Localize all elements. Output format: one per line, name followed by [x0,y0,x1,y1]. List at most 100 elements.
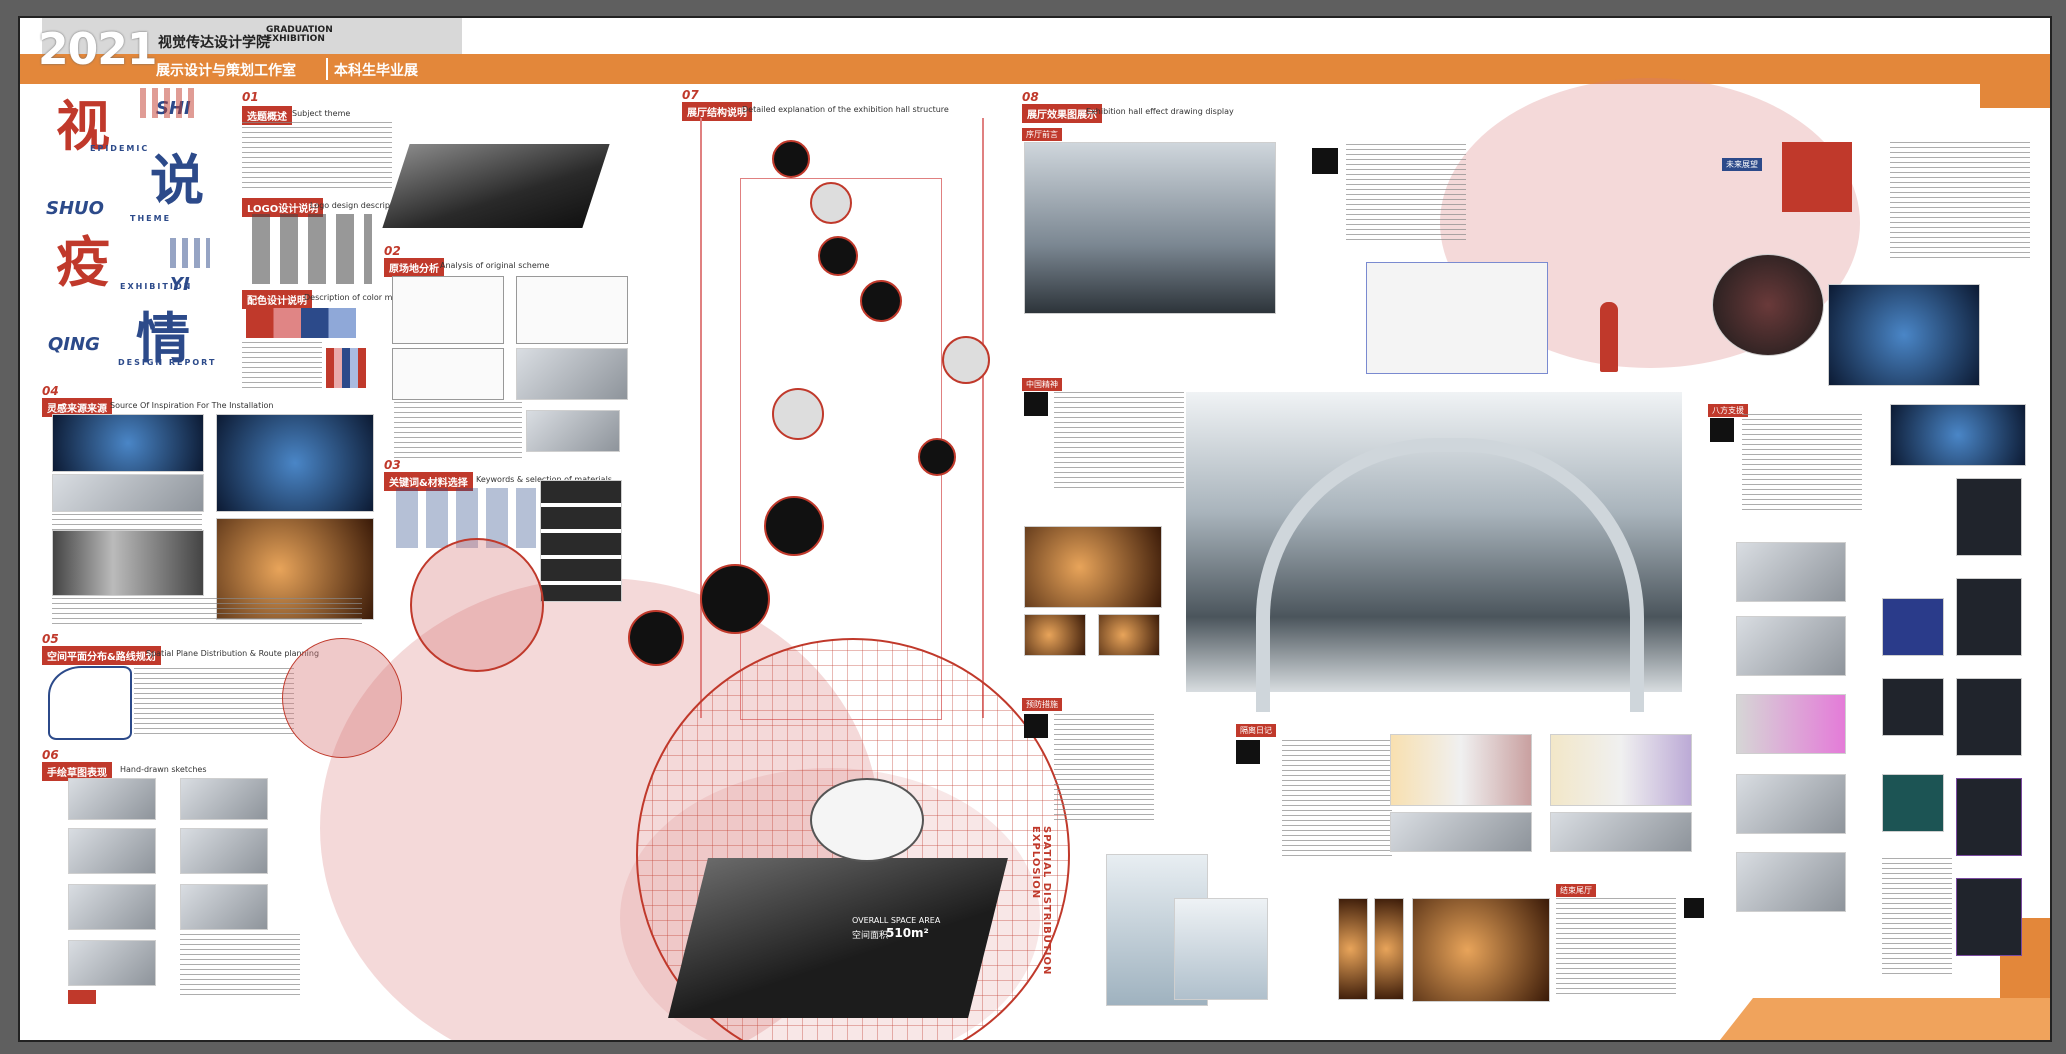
pixel-deco-2 [170,238,210,268]
sec08-title: 展厅效果图展示 [1022,104,1102,123]
render-future-hall [1828,284,1980,386]
pixel-deco-1 [140,88,200,118]
area-value: 510m² [886,926,929,940]
render-tail-3 [1412,898,1550,1002]
header-divider [326,58,328,80]
title-word-epidemic: EPIDEMIC [90,144,150,153]
color-body-text [242,342,322,390]
render-isolate-4 [1550,812,1692,852]
title-char-3: 疫 [56,231,110,294]
detail-bubble-2 [810,182,852,224]
preface-body-text [1346,144,1466,244]
tail-logo-block [1684,898,1704,918]
sec05-body-text [134,668,294,738]
color-title: 配色设计说明 [242,290,312,309]
sketch-2 [180,778,268,820]
support-poster-dark [1882,678,1944,736]
sketch-1 [68,778,156,820]
render-isolate-2 [1550,734,1692,806]
render-support-5 [1736,852,1846,912]
render-support-3 [1736,694,1846,754]
sec02-num: 02 [384,244,401,258]
title-pinyin-2: SHUO [46,198,104,219]
sec04-body-text-2 [52,598,362,626]
spirit-body-text [1054,392,1184,492]
sec02-body-text [394,402,522,462]
title-word-exhibition: EXHIBITION [120,282,193,291]
area-cn: 空间面积 [852,931,889,941]
render-tail-1 [1338,898,1368,1000]
render-isolate-1 [1390,734,1532,806]
detail-bubble-4 [860,280,902,322]
inspiration-objects [52,530,204,596]
title-char-2: 说 [150,149,204,212]
tail-body-text [1556,898,1676,998]
sec02-en: Analysis of original scheme [440,261,550,270]
support-logo-block [1710,418,1734,442]
render-preface-hall [1024,142,1276,314]
sec01-num: 01 [242,90,259,104]
header-label-area [42,18,462,54]
poster-board: 2021 视觉传达设计学院 GRADUATION EXHIBITION 展示设计… [18,16,2052,1042]
support-poster-3 [1956,678,2022,756]
floor-plan-circle [282,638,402,758]
diagram-vertical-caption: SPATIAL DISTRIBUTION EXPLOSION [1030,826,1052,976]
area-label: OVERALL SPACE AREA [852,916,941,925]
render-tail-2 [1374,898,1404,1000]
plan-drawing-1 [392,276,504,344]
sec05-title: 空间平面分布&路线规划 [42,646,161,665]
render-support-hall [1890,404,2026,466]
sketch-6 [180,884,268,930]
sketch-4 [180,828,268,874]
sec05-en: Spatial Plane Distribution & Route plann… [146,649,320,658]
college-name: 视觉传达设计学院 [158,35,270,51]
support-body-text-2 [1882,858,1952,978]
exhibition-en-line2: EXHIBITION [266,34,325,44]
corner-shape-top-right [1980,78,2050,108]
exhibition-en: GRADUATION EXHIBITION [266,26,333,44]
label-preventive: 预防措施 [1022,698,1062,711]
floor-plan-sketch [48,666,132,740]
sec08-en: Exhibition hall effect drawing display [1086,107,1234,116]
preventive-body-text [1054,714,1154,824]
support-poster-5 [1956,878,2022,956]
sec07-num: 07 [682,88,699,102]
render-spirit-2 [1024,614,1086,656]
sketch-tag [68,990,96,1004]
exhibition-en-line1: GRADUATION [266,25,333,35]
keyword-map-circle [410,538,544,672]
sec01-body-text [242,122,392,190]
label-tail: 结束尾厅 [1556,884,1596,897]
sec04-num: 04 [42,384,59,398]
isolate-body-text [1282,740,1392,860]
title-pinyin-3: YI [170,274,190,295]
sec04-title: 灵感来源来源 [42,398,112,417]
render-spirit-3 [1098,614,1160,656]
future-body-text [1890,142,2030,262]
label-preface: 序厅前言 [1022,128,1062,141]
sec06-en: Hand-drawn sketches [120,765,207,774]
studio-name: 展示设计与策划工作室 [156,63,296,79]
logo-en: Logo design description [310,201,406,210]
support-poster-4 [1956,778,2022,856]
spirit-logo-block [1024,392,1048,416]
render-isolate-3 [1390,812,1532,852]
title-char-4: 情 [136,307,190,370]
virus-models-row [52,474,204,512]
sec05-num: 05 [42,632,59,646]
plan-drawing-2 [516,276,628,344]
sec06-body-text [180,934,300,998]
title-word-design-report: DESIGN REPORT [118,358,217,367]
detail-bubble-7 [918,438,956,476]
label-future: 未来展望 [1722,158,1762,171]
title-char-1: 视 [56,95,110,158]
title-pinyin-4: QING [48,334,100,355]
detail-bubble-6 [772,388,824,440]
color-grid [326,348,366,388]
inspiration-image-blue [216,414,374,512]
render-support-4 [1736,774,1846,834]
label-chinese-spirit: 中国精神 [1022,378,1062,391]
detail-bubble-1 [772,140,810,178]
label-isolate: 隔离日记 [1236,724,1276,737]
year-label: 2021 [38,24,157,75]
